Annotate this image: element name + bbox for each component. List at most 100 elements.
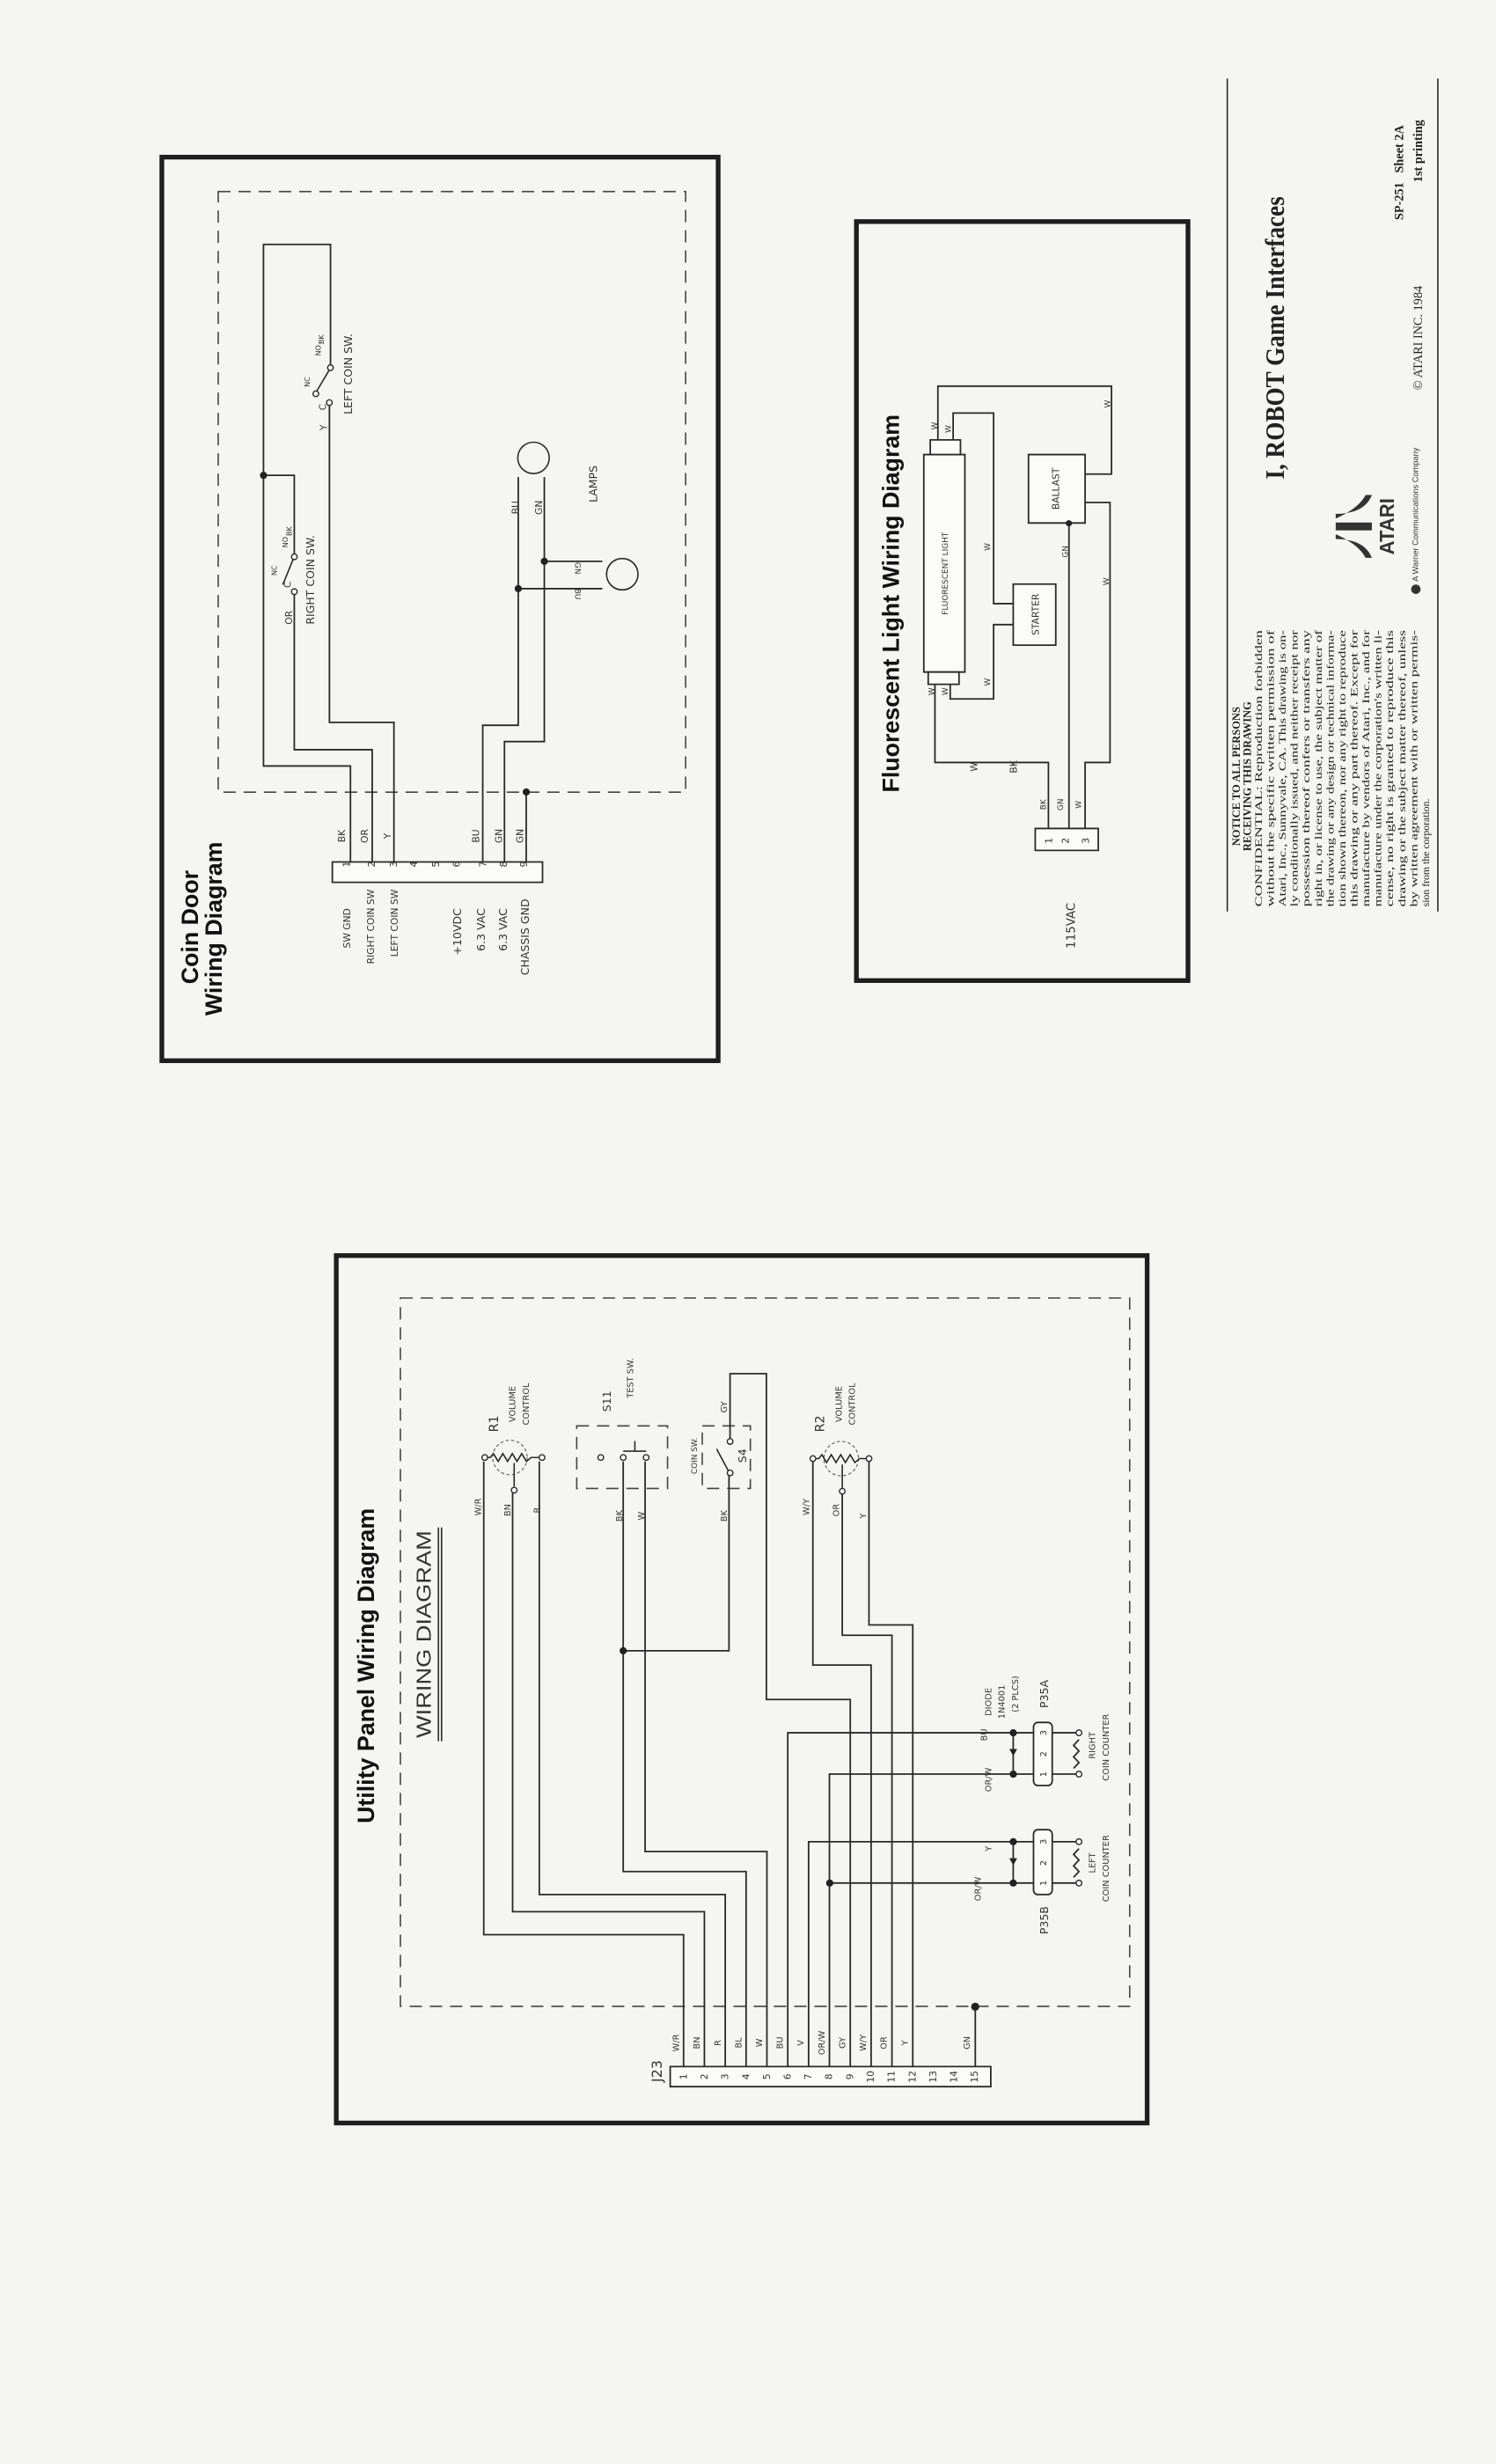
wire-label: W — [637, 1512, 647, 1521]
pin-number: 2 — [1060, 838, 1071, 844]
right-counter-label-1: RIGHT — [1089, 1731, 1098, 1759]
wire-bu — [788, 1733, 1033, 2066]
pin-number: 13 — [928, 2071, 939, 2083]
wire-coin-sw-bk — [623, 1476, 729, 1651]
wire-label: BK — [1008, 759, 1019, 773]
p35a-label: P35A — [1038, 1680, 1051, 1708]
left-switch-no: NO — [314, 345, 322, 356]
junction-dot — [1066, 520, 1073, 527]
lamp-icon — [517, 441, 550, 475]
wire-label: W — [944, 425, 953, 433]
wire-label: OR/W — [973, 1876, 983, 1901]
wire-bl — [623, 1462, 746, 2067]
wire-label: BL — [734, 2037, 744, 2049]
notice-line: manufacture under the corporation's writ… — [1373, 630, 1384, 906]
junction-dot — [540, 557, 548, 565]
wire-label: GY — [839, 2036, 848, 2049]
pin-number: 3 — [720, 2073, 731, 2079]
left-coin-switch-label: LEFT COIN SW. — [341, 334, 355, 414]
wire-label: BK — [720, 1510, 730, 1522]
lamps-label: LAMPS — [587, 466, 600, 502]
wire-label: Y — [900, 2039, 910, 2046]
diode-label-3: (2 PLCS) — [1011, 1676, 1021, 1712]
wire-gy — [730, 1374, 851, 2066]
title-block: NOTICE TO ALL PERSONS RECEIVING THIS DRA… — [1226, 78, 1439, 912]
pin-number: 1 — [678, 2073, 689, 2079]
ballast-label: BALLAST — [1051, 467, 1062, 510]
wire-label: W/Y — [859, 2034, 869, 2051]
wire-label: GN — [1057, 798, 1066, 810]
pin-number: 11 — [886, 2071, 898, 2083]
j23-connector — [671, 2066, 991, 2086]
wire-label: W — [755, 2038, 765, 2047]
wire-label: W — [984, 678, 993, 686]
wire-label: GN — [963, 2036, 972, 2050]
r2-ref: R2 — [814, 1415, 828, 1432]
left-counter-coil — [1074, 1849, 1079, 1878]
wire-label: W/R — [473, 1498, 483, 1515]
wire-w-r — [484, 1462, 684, 2067]
supply-label: 115VAC — [1065, 903, 1078, 949]
wire-gn — [504, 477, 544, 862]
copyright: © ATARI INC. 1984 — [1412, 286, 1426, 390]
notice-line: tion shown thereon, nor any right to rep… — [1337, 630, 1348, 906]
wire-bu — [483, 477, 518, 862]
p35b-pin: 2 — [1039, 1860, 1049, 1866]
wire-label: BK — [1039, 798, 1048, 810]
junction-dot — [1009, 1837, 1017, 1845]
notice-line: drawing or the subject matter thereof, u… — [1397, 629, 1408, 906]
diode-icon — [1008, 1749, 1017, 1756]
right-switch-no-wire: BK — [285, 525, 293, 535]
wire-or — [294, 591, 372, 862]
pin-number: 3 — [388, 862, 400, 868]
coin-switch-lever — [715, 1448, 730, 1471]
atari-fuji-left — [1335, 534, 1372, 558]
notice-line: ly conditionally issued, and neither rec… — [1289, 630, 1301, 906]
right-coin-switch-lever — [282, 559, 294, 585]
atari-logo-text: ATARI — [1375, 498, 1398, 554]
junction-dot — [1009, 1770, 1017, 1778]
pin-number: 5 — [430, 862, 442, 868]
wire-w — [1085, 502, 1110, 828]
tube-end-cap — [930, 440, 960, 455]
pin-number: 10 — [865, 2071, 876, 2083]
utility-panel-diagram: Utility Panel Wiring Diagram WIRING DIAG… — [334, 1253, 1150, 2126]
wire-label: BK — [336, 829, 348, 842]
utility-panel-boundary — [400, 1298, 1130, 2006]
pin-number: 4 — [408, 862, 420, 868]
pin-function: RIGHT COIN SW — [365, 889, 377, 964]
wire-tube-starter — [953, 413, 1013, 604]
wire-bk — [935, 685, 1048, 829]
pin-number: 1 — [1044, 838, 1055, 844]
r1-ref: R1 — [488, 1415, 502, 1432]
tube-end-cap — [928, 672, 959, 685]
wire-starter-tube — [950, 625, 1014, 699]
junction-dot — [971, 2002, 979, 2011]
sheet-number: SP-251 Sheet 2A — [1393, 125, 1407, 220]
wire-bk — [263, 245, 350, 862]
wire-label: W — [928, 687, 937, 695]
pin-number: 7 — [478, 862, 489, 868]
wire-label: W — [984, 543, 993, 551]
notice-line: manufacture by vendors of Atari, Inc., a… — [1360, 630, 1372, 906]
left-switch-no-terminal — [326, 363, 334, 371]
right-switch-no: NO — [282, 537, 290, 547]
r2-resistor-icon — [814, 1453, 868, 1464]
coin-switch-ref: S4 — [736, 1448, 749, 1463]
test-switch-ref: S11 — [600, 1390, 613, 1412]
pin-number: 15 — [969, 2071, 980, 2083]
r1-resistor-icon — [485, 1452, 541, 1463]
notice-line: right in, or license to use, the subject… — [1313, 630, 1324, 906]
left-switch-nc: NC — [304, 377, 312, 387]
pin-number: 5 — [761, 2073, 773, 2079]
atari-logo: ATARI — [1335, 495, 1398, 558]
test-switch-label: TEST SW. — [627, 1358, 636, 1398]
junction-dot — [825, 1879, 833, 1887]
wire-bk-right-no — [263, 475, 294, 557]
wire-label: V — [796, 2040, 806, 2046]
test-switch-terminal — [597, 1454, 605, 1462]
wire-or-w — [830, 1774, 1034, 2066]
coin-door-boundary — [218, 192, 686, 793]
lamp-icon — [605, 557, 639, 591]
